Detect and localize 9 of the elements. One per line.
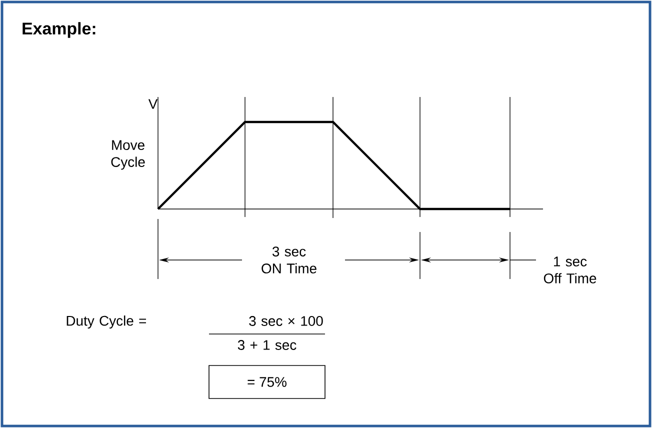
axis-label: V <box>148 99 158 109</box>
denominator: 3 + 1 sec <box>238 340 296 350</box>
result-box: = 75% <box>208 365 326 399</box>
numerator: 3 sec × 100 <box>249 316 323 326</box>
axis-label: Move Cycle <box>111 140 145 170</box>
dimension-label: 1 sec Off Time <box>544 256 596 284</box>
dimension-label: 3 sec ON Time <box>262 246 316 274</box>
formula-label: Duty Cycle = <box>66 316 146 328</box>
title: Example: <box>22 22 96 38</box>
